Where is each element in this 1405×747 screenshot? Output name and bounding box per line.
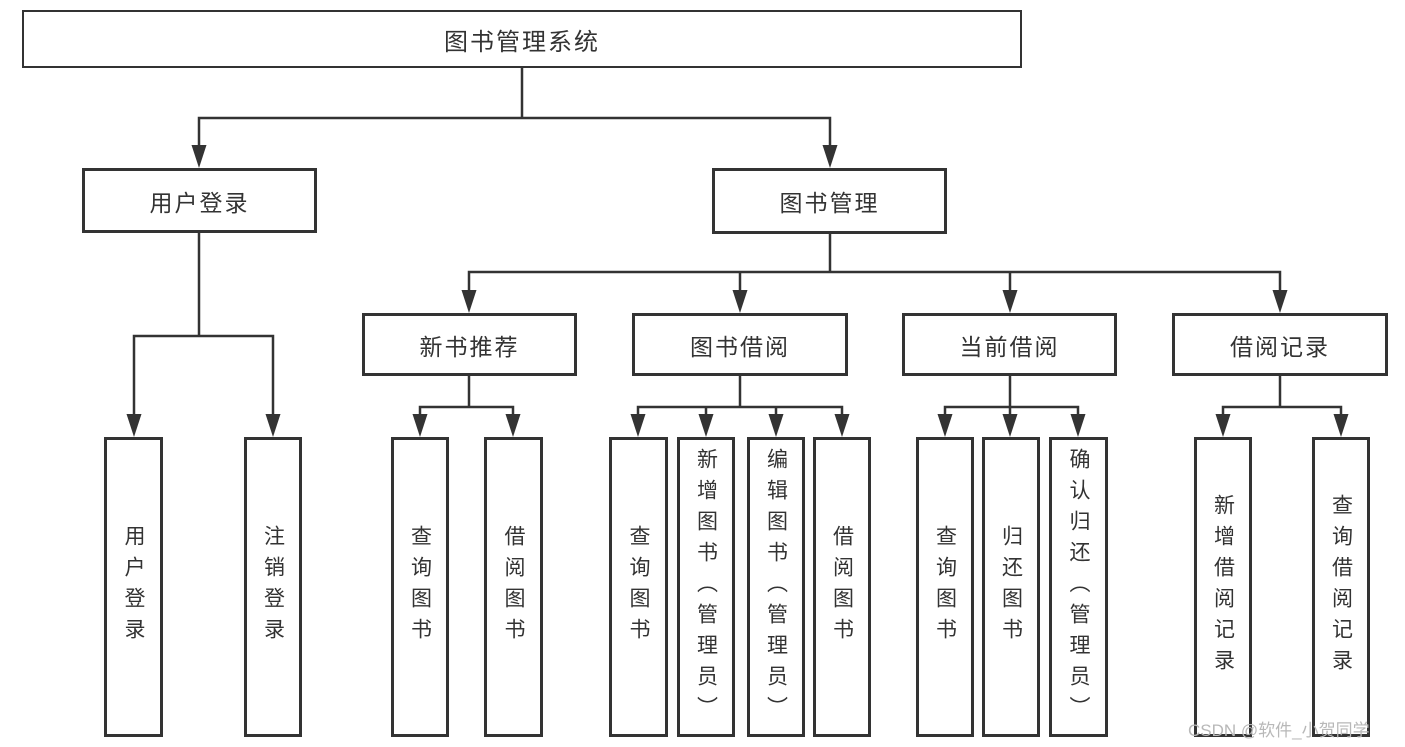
node-user-login: 用户登录 bbox=[82, 168, 317, 233]
node-leaf-query-books-2: 查询图书 bbox=[609, 437, 668, 737]
node-label: 用户登录 bbox=[149, 189, 250, 216]
node-leaf-add-borrow-record: 新增借阅记录 bbox=[1194, 437, 1252, 737]
node-label: 图书管理系统 bbox=[444, 28, 600, 56]
edge-borrow-rec-to-leaves bbox=[1221, 374, 1343, 421]
node-leaf-edit-books-admin: 编辑图书（管理员） bbox=[747, 437, 805, 737]
node-leaf-borrow-books-2: 借阅图书 bbox=[813, 437, 871, 737]
node-new-book-recommend: 新书推荐 bbox=[362, 313, 577, 376]
edge-new-books-to-leaves bbox=[418, 374, 515, 421]
node-label: 归还图书 bbox=[999, 525, 1023, 649]
node-label: 确认归还（管理员） bbox=[1067, 447, 1090, 727]
edge-book-mgmt-to-level3 bbox=[467, 232, 1282, 297]
edge-user-login-to-leaves bbox=[132, 231, 275, 421]
node-label: 新书推荐 bbox=[419, 333, 520, 360]
node-borrowing-records: 借阅记录 bbox=[1172, 313, 1388, 376]
edge-cur-borrow-to-leaves bbox=[943, 374, 1080, 421]
node-leaf-user-login: 用户登录 bbox=[104, 437, 163, 737]
node-label: 查询图书 bbox=[933, 525, 957, 649]
node-label: 新增借阅记录 bbox=[1211, 494, 1235, 680]
node-label: 借阅图书 bbox=[830, 525, 854, 649]
node-leaf-return-books: 归还图书 bbox=[982, 437, 1040, 737]
edge-root-to-level2 bbox=[197, 66, 832, 152]
node-label: 图书管理 bbox=[779, 190, 880, 216]
node-label: 当前借阅 bbox=[959, 333, 1060, 360]
node-library-management-system: 图书管理系统 bbox=[22, 10, 1022, 68]
node-leaf-query-books: 查询图书 bbox=[391, 437, 449, 737]
node-label: 查询借阅记录 bbox=[1329, 494, 1353, 680]
node-label: 用户登录 bbox=[122, 525, 145, 649]
node-label: 新增图书（管理员） bbox=[694, 447, 718, 727]
node-label: 借阅记录 bbox=[1230, 333, 1330, 360]
node-leaf-query-books-3: 查询图书 bbox=[916, 437, 974, 737]
node-book-management: 图书管理 bbox=[712, 168, 947, 234]
arrowheads bbox=[126, 145, 1349, 437]
node-leaf-logout: 注销登录 bbox=[244, 437, 302, 737]
node-leaf-add-books-admin: 新增图书（管理员） bbox=[677, 437, 735, 737]
edge-book-borrow-to-leaves bbox=[636, 374, 844, 421]
node-label: 查询图书 bbox=[627, 525, 650, 649]
node-leaf-confirm-return-admin: 确认归还（管理员） bbox=[1049, 437, 1108, 737]
node-label: 图书借阅 bbox=[690, 333, 790, 360]
node-label: 编辑图书（管理员） bbox=[764, 447, 788, 727]
node-current-borrowing: 当前借阅 bbox=[902, 313, 1117, 376]
node-book-borrowing: 图书借阅 bbox=[632, 313, 848, 376]
node-label: 查询图书 bbox=[408, 525, 432, 649]
node-label: 借阅图书 bbox=[502, 525, 525, 649]
node-leaf-query-borrow-record: 查询借阅记录 bbox=[1312, 437, 1370, 737]
node-leaf-borrow-books: 借阅图书 bbox=[484, 437, 543, 737]
csdn-watermark: CSDN @软件_小贺同学 bbox=[1188, 721, 1370, 740]
node-label: 注销登录 bbox=[261, 525, 285, 649]
